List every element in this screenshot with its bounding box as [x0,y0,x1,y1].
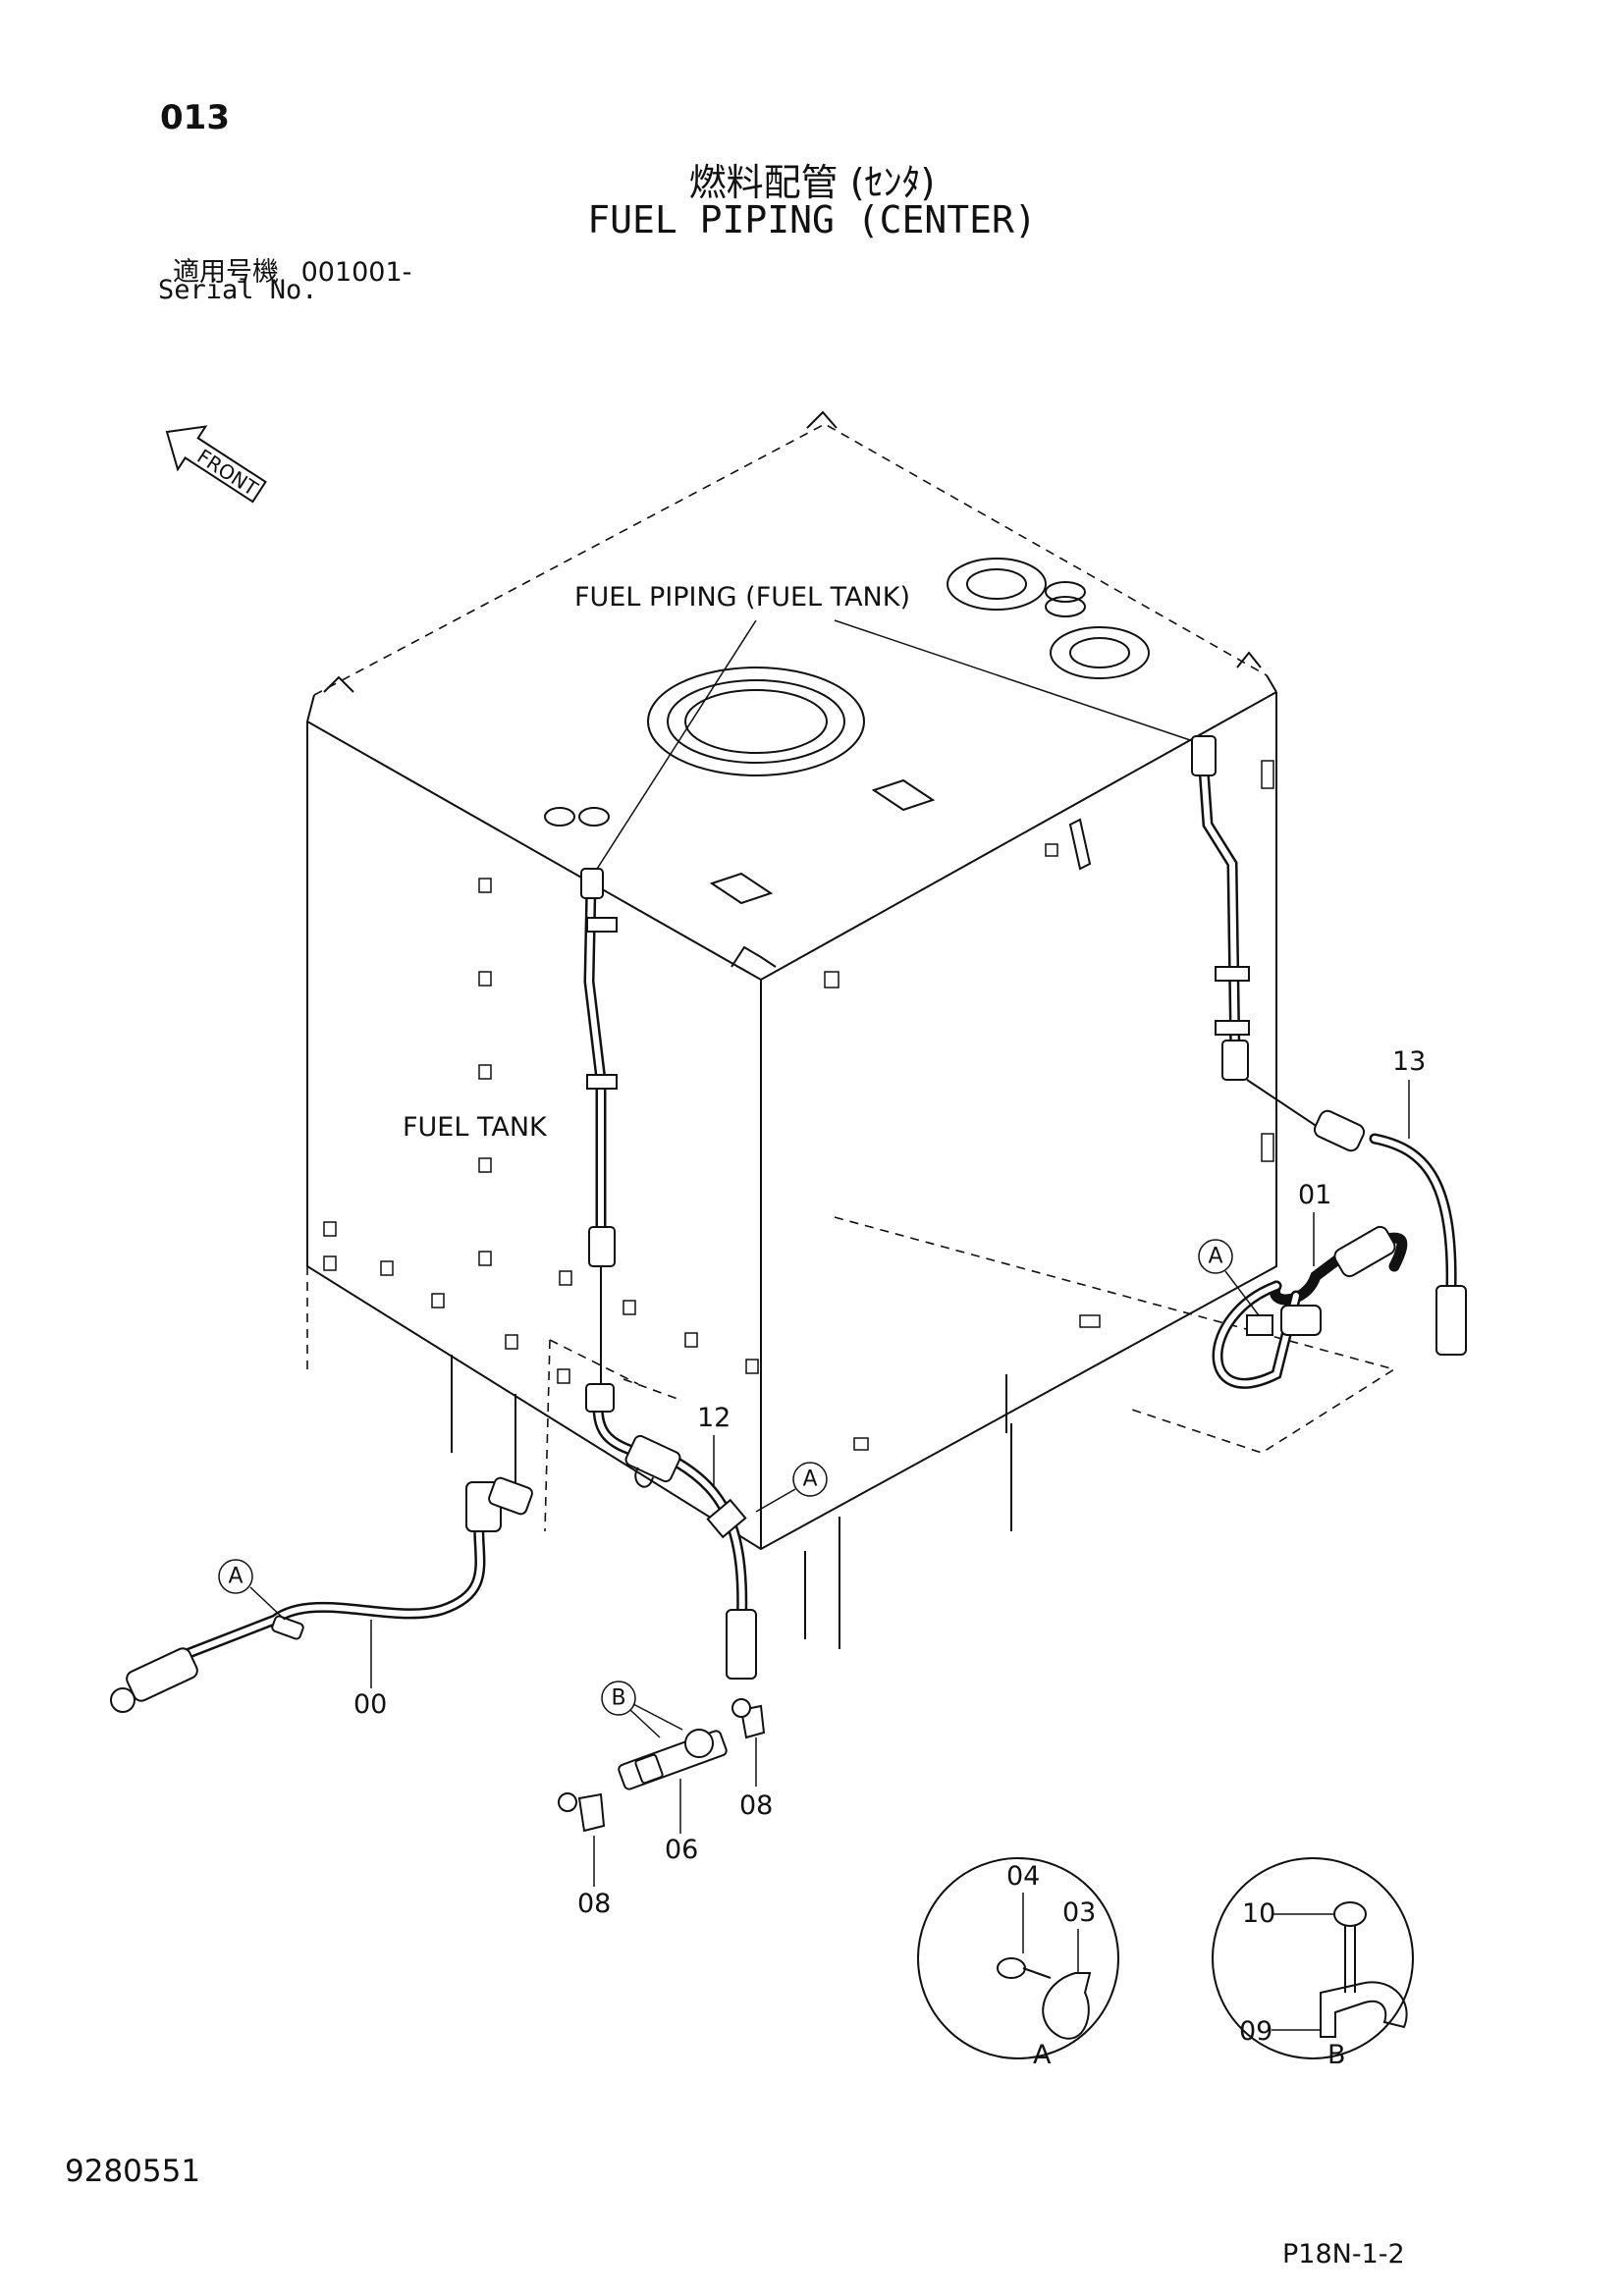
bubble-a-center: A [755,1462,828,1513]
detail-b-callout-09: 09 [1239,2016,1272,2047]
page-reference: P18N-1-2 [1282,2239,1405,2269]
callout-06: 06 [665,1835,698,1865]
svg-text:B: B [611,1686,625,1711]
hose-12 [585,1378,757,1680]
serial-label-jp: 適用号機 [173,257,279,288]
pipe-left-vertical [580,868,618,1384]
detail-b-callout-10: 10 [1242,1898,1275,1929]
detail-a-label: A [1033,2040,1052,2070]
callout-01: 01 [1298,1180,1331,1210]
pipe-right-vertical [1191,735,1250,1081]
callout-13: 13 [1392,1046,1426,1077]
hose-01 [1212,1225,1408,1389]
svg-text:A: A [802,1468,817,1492]
serial-row-japanese: 適用号機 001001- [173,250,411,289]
hose-13 [1246,1079,1467,1356]
hose-00 [110,1476,533,1713]
detail-view-a: 04 03 A [917,1857,1119,2070]
callout-00: 00 [353,1689,387,1720]
svg-text:A: A [228,1565,243,1589]
title-english: FUEL PIPING (CENTER) [587,198,1037,241]
fitting-06-08 [558,1698,766,1833]
label-fuel-piping-tank: FUEL PIPING (FUEL TANK) [574,582,910,613]
detail-a-callout-04: 04 [1006,1861,1040,1892]
serial-value: 001001- [300,257,412,288]
document-number: 9280551 [65,2154,201,2189]
detail-view-b: 10 09 B [1212,1857,1414,2070]
front-arrow: FRONT [165,425,267,504]
detail-a-callout-03: 03 [1062,1897,1096,1928]
bubble-a-right: A [1198,1239,1260,1316]
bubble-a-left: A [218,1559,286,1621]
bubble-b: B [601,1681,683,1738]
fuel-tank-outline [306,410,1396,1649]
callout-08-right: 08 [739,1790,773,1821]
callout-12: 12 [697,1403,731,1433]
title-japanese: 燃料配管 (ｾﾝﾀ) [688,161,936,204]
detail-b-label: B [1327,2040,1346,2070]
serial-label-english: Serial No. [158,275,318,305]
callout-08-left: 08 [577,1889,611,1919]
svg-text:A: A [1208,1245,1222,1269]
page-number: 013 [160,98,230,137]
label-fuel-tank: FUEL TANK [403,1112,548,1143]
